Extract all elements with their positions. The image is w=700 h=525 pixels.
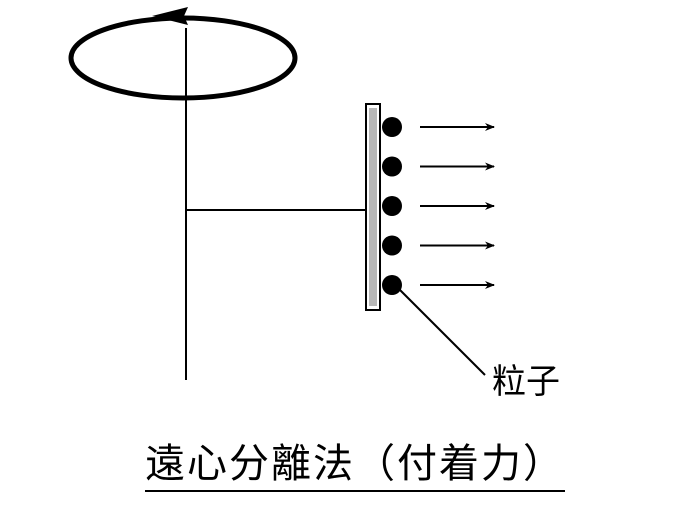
- particles: [382, 117, 402, 295]
- particle-label: 粒子: [492, 362, 560, 402]
- diagram-caption: 遠心分離法（付着力）: [145, 440, 565, 492]
- force-arrows: [420, 123, 495, 289]
- rotation-ellipse: [68, 15, 298, 101]
- particle-leader-line: [395, 285, 486, 376]
- particle: [382, 196, 402, 216]
- particle: [382, 156, 402, 177]
- particle: [382, 235, 402, 256]
- rotation-arrow-icon: [152, 7, 188, 25]
- substrate-plate-inner: [369, 108, 377, 306]
- particle: [382, 117, 402, 137]
- particle: [382, 275, 402, 295]
